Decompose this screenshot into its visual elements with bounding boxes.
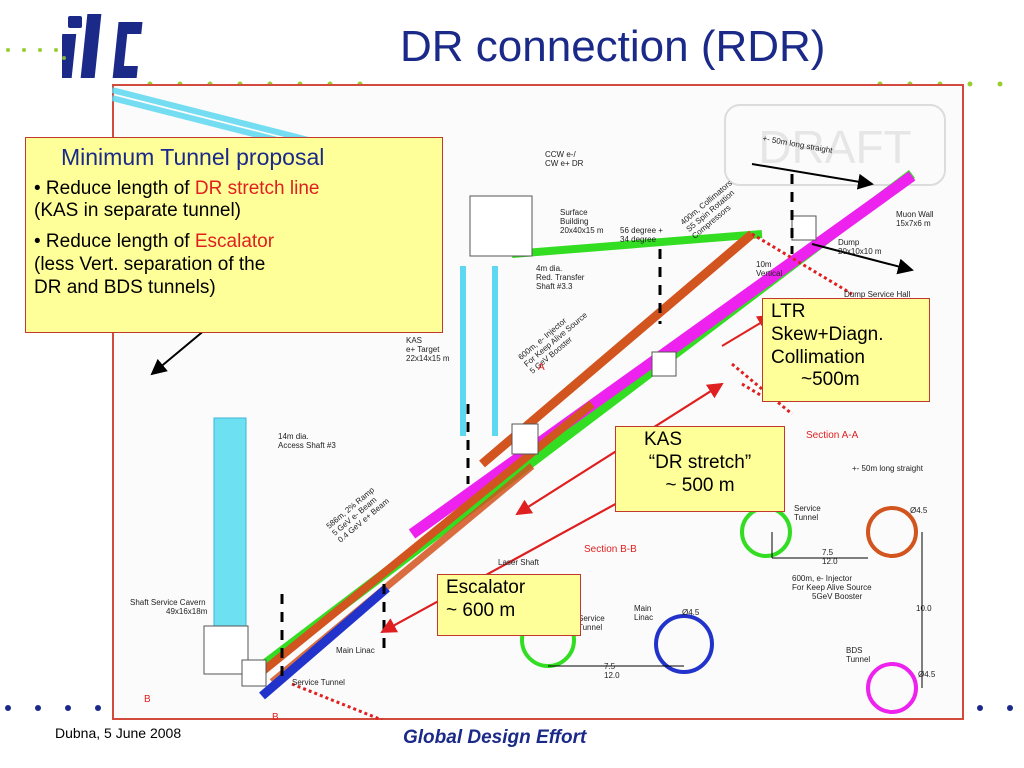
section-b-main-circle bbox=[654, 614, 714, 674]
ilc-logo bbox=[57, 8, 152, 87]
label-b-mark-2: B bbox=[272, 712, 279, 723]
red-transfer-shaft bbox=[492, 266, 498, 436]
label-section-bb: Section B-B bbox=[584, 544, 637, 555]
label-main-linac: Main Linac bbox=[336, 646, 375, 655]
transfer-shaft bbox=[460, 266, 466, 436]
label-d45-a: Ø4.5 bbox=[910, 506, 928, 515]
label-dim-100: 10.0 bbox=[916, 604, 932, 613]
section-a-magenta-circle bbox=[866, 662, 918, 714]
escalator-highlight: Escalator bbox=[194, 231, 275, 253]
label-dump-hall: Dump Service Hall bbox=[844, 290, 911, 299]
section-a-orange-circle bbox=[866, 506, 918, 558]
label-d45-b: Ø4.5 bbox=[682, 608, 700, 617]
main-linac-tunnel bbox=[259, 584, 390, 700]
label-cl-straight: +- 50m long straight bbox=[852, 464, 923, 473]
label-section-aa: Section A-A bbox=[806, 430, 859, 441]
label-b-mark: B bbox=[144, 694, 151, 705]
proposal-item-2: • Reduce length of Escalator (less Vert.… bbox=[34, 231, 275, 298]
label-laser-shaft: Laser Shaft bbox=[498, 558, 539, 567]
label-access-shaft: 14m dia.Access Shaft #3 bbox=[278, 432, 336, 451]
label-ccw: CCW e-/CW e+ DR bbox=[545, 150, 584, 169]
access-shaft bbox=[213, 417, 247, 627]
ltr-callout: LTR Skew+Diagn. Collimation ~500m bbox=[762, 298, 930, 402]
slide-title: DR connection (RDR) bbox=[400, 22, 826, 71]
footer-gde: Global Design Effort bbox=[403, 727, 587, 748]
section-a-service-circle bbox=[740, 506, 792, 558]
label-d45-bds: Ø4.5 bbox=[918, 670, 936, 679]
footer-date: Dubna, 5 June 2008 bbox=[55, 725, 182, 741]
proposal-title: Minimum Tunnel proposal bbox=[61, 144, 325, 170]
decorative-dots bbox=[5, 48, 1013, 711]
proposal-callout: Minimum Tunnel proposal • Reduce length … bbox=[25, 137, 443, 333]
kas-callout: KAS “DR stretch” ~ 500 m bbox=[615, 426, 785, 512]
label-a-mark: A bbox=[538, 362, 545, 373]
label-service-tunnel: Service Tunnel bbox=[292, 678, 345, 687]
proposal-item-1: • Reduce length of DR stretch line (KAS … bbox=[34, 177, 320, 222]
draft-watermark: DRAFT bbox=[724, 104, 946, 186]
dr-stretch-highlight: DR stretch line bbox=[194, 177, 320, 199]
label-degree: 56 degree +34 degree bbox=[620, 226, 663, 245]
escalator-callout: Escalator ~ 600 m bbox=[437, 574, 581, 636]
